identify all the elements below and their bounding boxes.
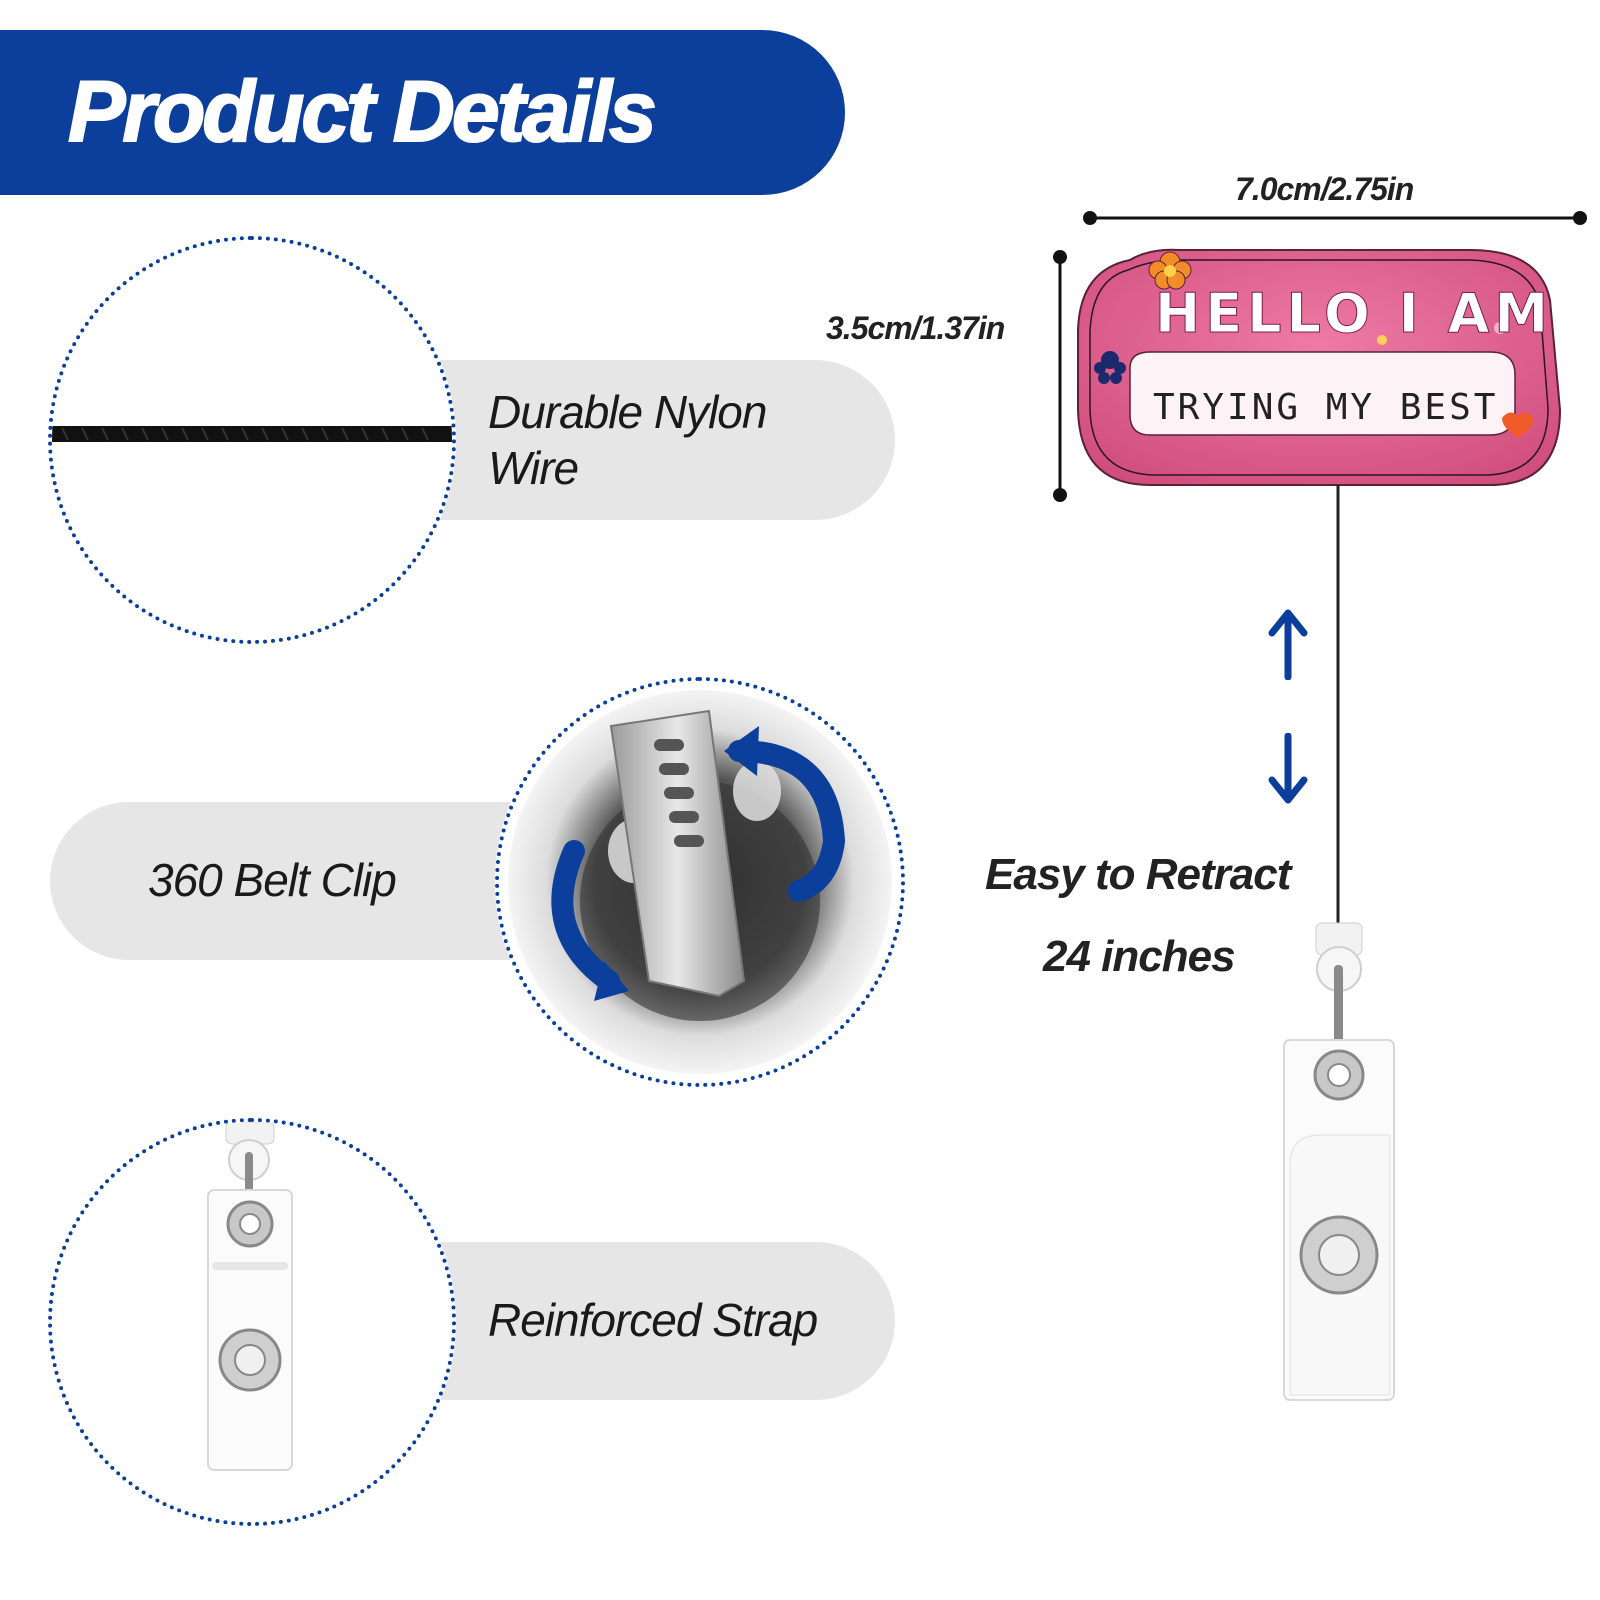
page-title: Product Details: [67, 63, 658, 161]
badge-title-text: HELLO I AM: [1154, 282, 1554, 345]
feature-label-strap: Reinforced Strap: [488, 1294, 818, 1346]
feature-label-nylon-wire: Durable Nylon Wire: [488, 386, 767, 494]
arrow-down-icon: [1268, 733, 1308, 804]
belt-clip-icon: [495, 677, 905, 1087]
header-banner: [0, 30, 845, 195]
feature-label-belt-clip: 360 Belt Clip: [148, 854, 397, 906]
badge-reel-image: [1077, 248, 1562, 486]
retract-title: Easy to Retract: [985, 850, 1291, 899]
nylon-wire-icon: [48, 236, 456, 644]
strap-icon: [48, 1118, 456, 1526]
dimension-width-label: 7.0cm/2.75in: [1235, 171, 1414, 207]
badge-subtitle-text: TRYING MY BEST: [1153, 387, 1499, 428]
dimension-lines: [1053, 211, 1587, 502]
arrow-up-icon: [1268, 609, 1308, 680]
retract-cord-and-clip: [1283, 485, 1395, 1401]
dimension-height-label: 3.5cm/1.37in: [826, 310, 1005, 346]
retract-length: 24 inches: [1043, 932, 1236, 981]
